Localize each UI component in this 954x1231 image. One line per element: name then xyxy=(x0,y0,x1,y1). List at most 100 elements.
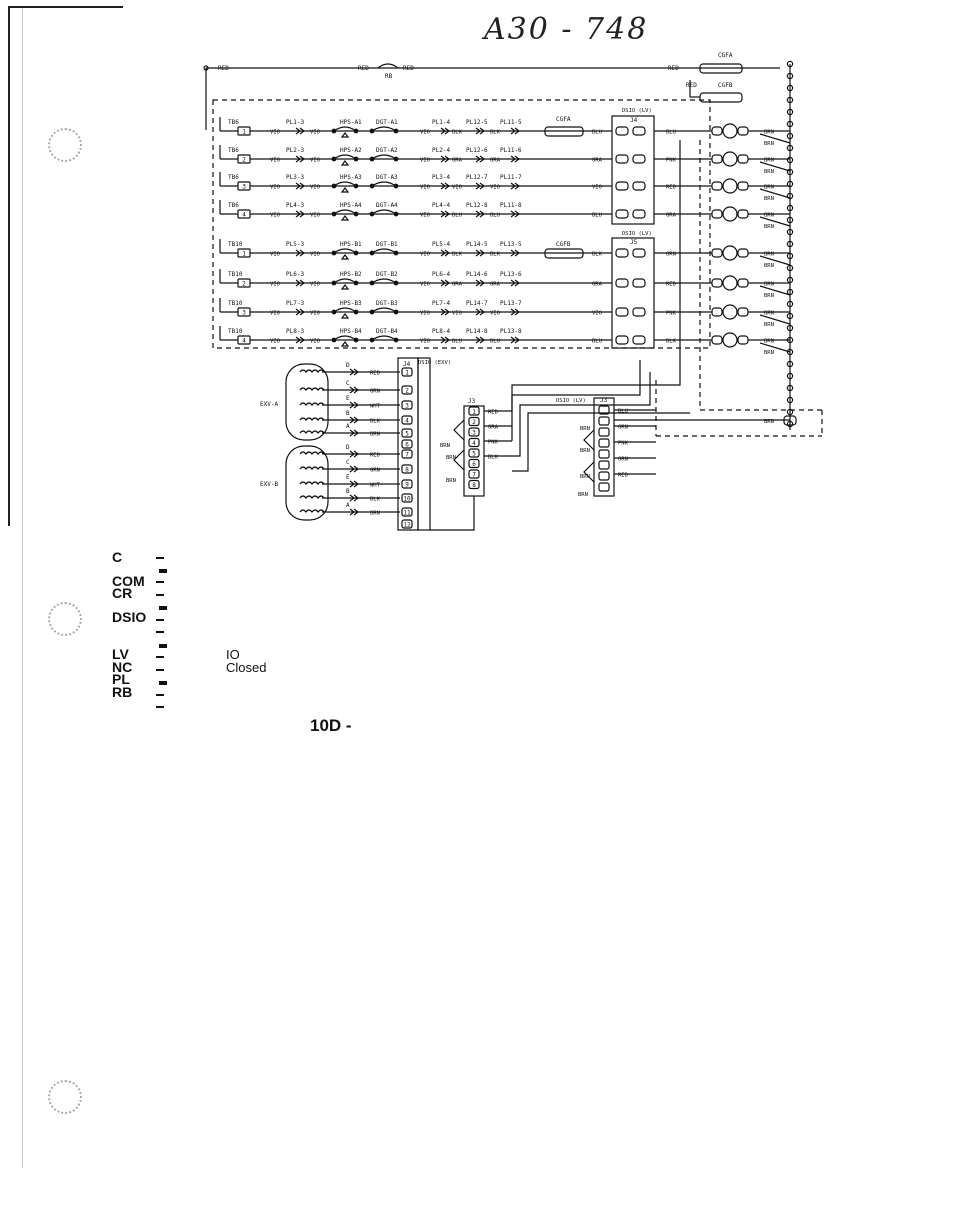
plug-label: PL12-8 xyxy=(466,202,488,209)
exv-lead-letter: B xyxy=(346,488,350,495)
dsio-pin xyxy=(615,181,629,191)
dgt-switch-icon xyxy=(371,307,397,313)
exv-coil-icon xyxy=(299,430,325,434)
terminal-pin-label: 8 xyxy=(472,482,476,489)
exv-b-label: EXV-B xyxy=(260,481,278,488)
wire-color-label: VIO xyxy=(270,252,280,258)
dgt-sensor-label: DGT-A1 xyxy=(376,119,398,126)
legend-dash xyxy=(159,644,167,648)
dsio-pin xyxy=(615,154,629,164)
exv-lead-letter: E xyxy=(346,474,350,481)
wire-color-label: VIO xyxy=(270,311,280,317)
legend-dash xyxy=(159,681,167,685)
j3-pin xyxy=(468,448,480,458)
tb-label: TB10 xyxy=(228,241,243,248)
dsio-pin xyxy=(615,307,629,317)
wire-color-label: VIO xyxy=(270,158,280,164)
plug-connector-icon xyxy=(295,279,305,287)
terminal-pin-label: 6 xyxy=(405,442,409,449)
wire-color-label: VIO xyxy=(270,185,280,191)
dsio-pin xyxy=(615,209,629,219)
terminal-pin-label: 2 xyxy=(405,388,409,395)
legend-key: C xyxy=(112,549,123,565)
corner-rule-top xyxy=(8,6,123,8)
wire-color-label: GRN xyxy=(370,389,380,395)
wire-color-label: BRN xyxy=(764,339,774,345)
wire-color-label: BRN xyxy=(370,432,380,438)
terminal-pin-label: 4 xyxy=(472,440,476,447)
wire-color-label: VIO xyxy=(270,130,280,136)
dsio-lv-j3-block xyxy=(593,397,615,497)
wire-color-label: ORN xyxy=(666,252,676,258)
legend-key: PL xyxy=(112,671,130,687)
plug-label: PL13-8 xyxy=(500,328,522,335)
bus-node xyxy=(786,396,794,404)
plug-connector-icon xyxy=(475,210,485,218)
tb-terminal-num: 1 xyxy=(242,251,246,258)
terminal-pin-label: 2 xyxy=(472,419,476,426)
relay-coil-icon xyxy=(722,304,738,320)
wire-color-label: PNK xyxy=(618,441,629,447)
wire-color-label: BLK xyxy=(452,252,463,258)
cgfa-inline-label: CGFA xyxy=(556,116,571,123)
wire-color-label: BLK xyxy=(370,497,381,503)
plug-connector-icon xyxy=(475,308,485,316)
dsio-pin xyxy=(615,278,629,288)
tb-label: TB10 xyxy=(228,300,243,307)
dsio-lv-label: DSIO (LV) xyxy=(622,231,652,237)
plug-label: PL5-4 xyxy=(432,241,450,248)
exv-coil-icon xyxy=(299,402,325,406)
wire-color-label: BLU xyxy=(592,339,602,345)
wire-color-label: VIO xyxy=(420,339,430,345)
wire-color-label: BRN xyxy=(580,426,590,432)
wire-color-label: BLK xyxy=(490,130,501,136)
relay-terminal xyxy=(737,209,749,219)
wire-color-label: VIO xyxy=(310,130,320,136)
binder-hole-top xyxy=(48,128,82,162)
terminal-pin-label: 1 xyxy=(472,409,476,416)
plug-connector-icon xyxy=(295,155,305,163)
wire-color-label: RED xyxy=(618,473,628,479)
wire-color-label: BRN xyxy=(764,419,774,425)
wire-color-label: BRN xyxy=(764,350,774,356)
wire-color-label: RED xyxy=(666,282,676,288)
legend-key: DSIO xyxy=(112,609,147,625)
bus-node xyxy=(786,312,794,320)
legend-key: CR xyxy=(112,585,133,601)
relay-terminal xyxy=(737,181,749,191)
wire-color-label: BLU xyxy=(666,130,676,136)
wire-color-label: RED xyxy=(358,65,369,72)
relay-coil-icon xyxy=(722,151,738,167)
j3-pin xyxy=(468,469,480,479)
wire-color-label: RED xyxy=(370,371,380,377)
pressure-switch-icon xyxy=(340,187,350,193)
tb-terminal-num: 1 xyxy=(242,129,246,136)
exv-coil-icon xyxy=(299,495,325,499)
wire-color-label: GRA xyxy=(490,158,501,164)
plug-connector-icon xyxy=(440,182,450,190)
hps-switch-label: HPS-A1 xyxy=(340,119,362,126)
terminal-pin-label: 4 xyxy=(405,418,409,425)
bus-node xyxy=(786,156,794,164)
plug-connector-icon xyxy=(295,249,305,257)
wire-color-label: BLU xyxy=(452,213,462,219)
wire-color-label: VIO xyxy=(420,130,430,136)
dgt-switch-icon xyxy=(371,154,397,160)
relay-terminal xyxy=(737,278,749,288)
j3-pin xyxy=(468,416,480,427)
relay-coil-icon xyxy=(722,123,738,139)
hps-switch-icon xyxy=(333,154,357,160)
plug-connector-icon xyxy=(510,182,520,190)
relay-terminal xyxy=(711,209,723,219)
tb-label: TB10 xyxy=(228,328,243,335)
wire-color-label: WHT xyxy=(370,404,381,410)
exv-pin xyxy=(401,493,413,503)
dsio-exv-label: DSIO (EXV) xyxy=(418,360,451,366)
relay-terminal xyxy=(711,181,723,191)
j5-label: J5 xyxy=(630,239,638,246)
wire-color-label: GRA xyxy=(452,282,463,288)
dgt-switch-icon xyxy=(371,126,397,132)
brown-wire xyxy=(759,255,791,266)
wire-color-label: PNK xyxy=(666,311,677,317)
